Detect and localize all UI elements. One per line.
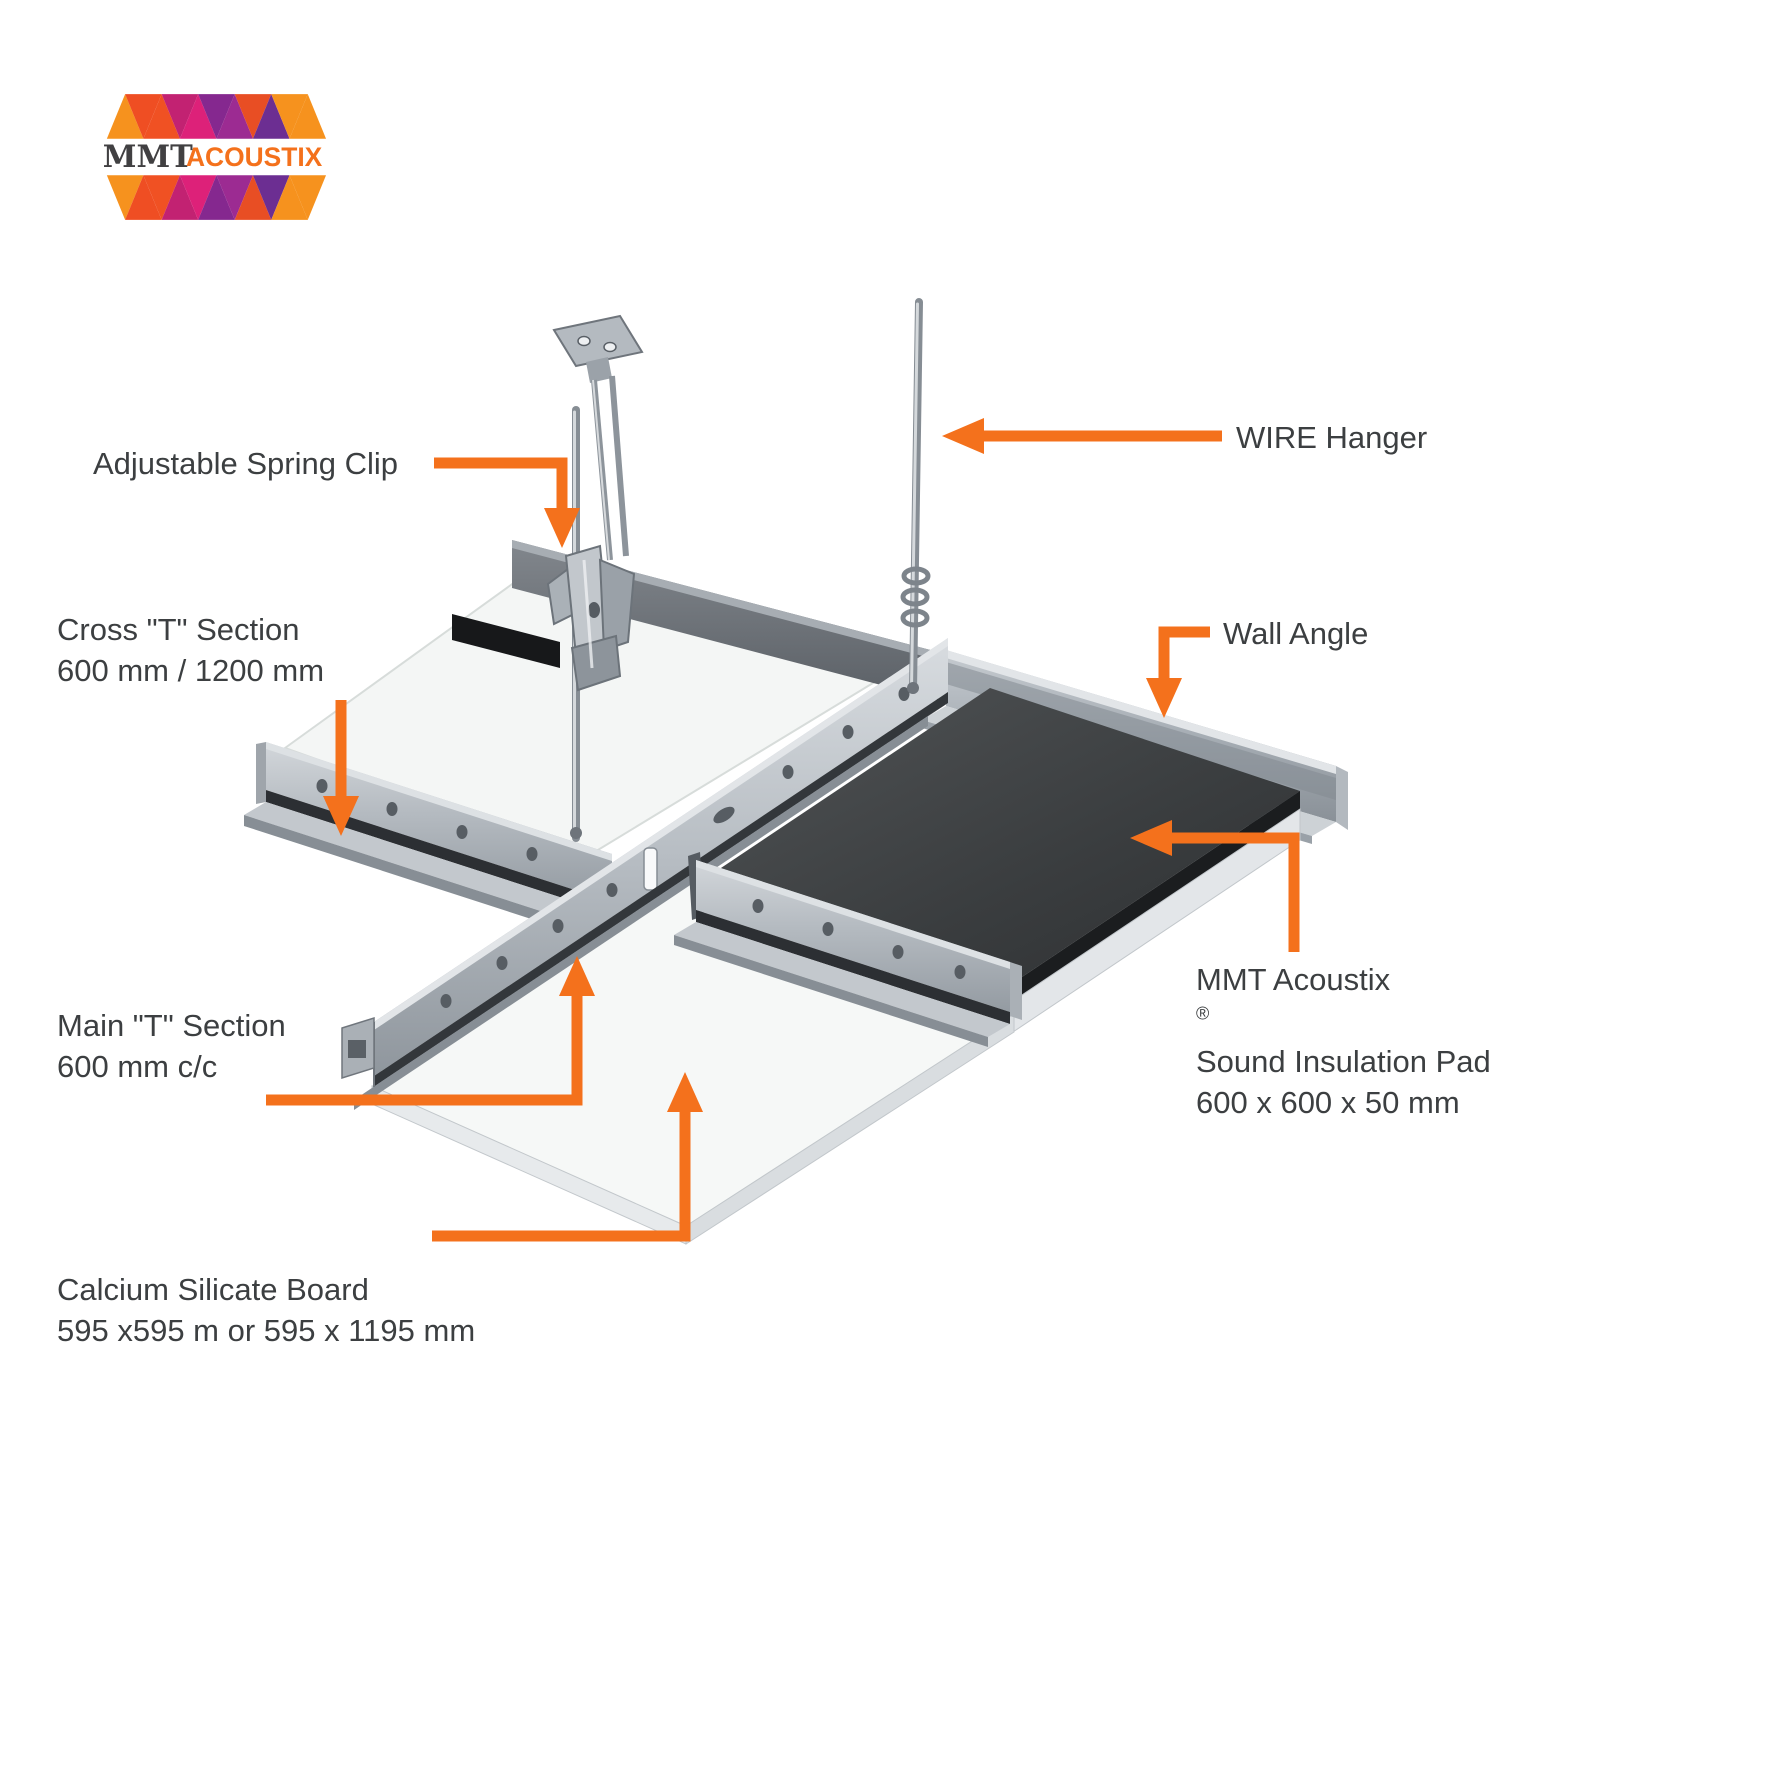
cross-t-left (244, 742, 612, 938)
logo-pattern-bottom (106, 175, 327, 220)
spring-clip (546, 544, 636, 692)
arrow-wall-angle (1146, 626, 1210, 718)
arrow-main-t (266, 956, 595, 1106)
label-text-line1: Calcium Silicate Board (57, 1272, 369, 1307)
label-text-line2: 595 x595 m or 595 x 1195 mm (57, 1312, 476, 1348)
callout-arrows (266, 418, 1300, 1242)
hanger-bracket (552, 314, 644, 561)
arrow-board (432, 1072, 703, 1242)
label-text: Wall Angle (1223, 616, 1369, 651)
label-calcium-silicate-board: Calcium Silicate Board 595 x595 m or 595… (57, 1270, 475, 1352)
label-text-line1: Main "T" Section (57, 1008, 286, 1043)
logo-pattern-top (106, 94, 327, 139)
cross-t-right (674, 852, 1022, 1047)
label-cross-t-section: Cross "T" Section 600 mm / 1200 mm (57, 610, 324, 692)
label-text-line1: MMT Acoustix® (1196, 962, 1391, 1024)
label-adjustable-spring-clip: Adjustable Spring Clip (93, 444, 398, 485)
arrow-wire-hanger (942, 418, 1222, 454)
label-text: Adjustable Spring Clip (93, 446, 399, 481)
wire-hanger (900, 298, 931, 694)
main-t-section (341, 638, 948, 1110)
arrow-spring-clip (434, 457, 580, 548)
registered-mark: ® (1196, 1003, 1210, 1024)
label-text-line2: Sound Insulation Pad (1196, 1043, 1491, 1079)
label-main-t-section: Main "T" Section 600 mm c/c (57, 1006, 286, 1088)
label-text-line1: Cross "T" Section (57, 612, 300, 647)
logo-text-mmt: MMT (103, 139, 193, 175)
label-text-line2: 600 mm / 1200 mm (57, 652, 325, 688)
arrow-insulation-pad (1130, 820, 1300, 952)
mmt-acoustix-logo: MMT ACOUSTIX (103, 94, 327, 220)
label-wire-hanger: WIRE Hanger (1236, 418, 1427, 459)
label-text-line2: 600 mm c/c (57, 1048, 218, 1084)
label-text: WIRE Hanger (1236, 420, 1428, 455)
label-text-line3: 600 x 600 x 50 mm (1196, 1084, 1460, 1120)
label-wall-angle: Wall Angle (1223, 614, 1368, 655)
label-insulation-pad: MMT Acoustix® Sound Insulation Pad 600 x… (1196, 960, 1491, 1124)
arrow-cross-t (323, 700, 359, 836)
logo-text-acoustix: ACOUSTIX (186, 142, 323, 172)
